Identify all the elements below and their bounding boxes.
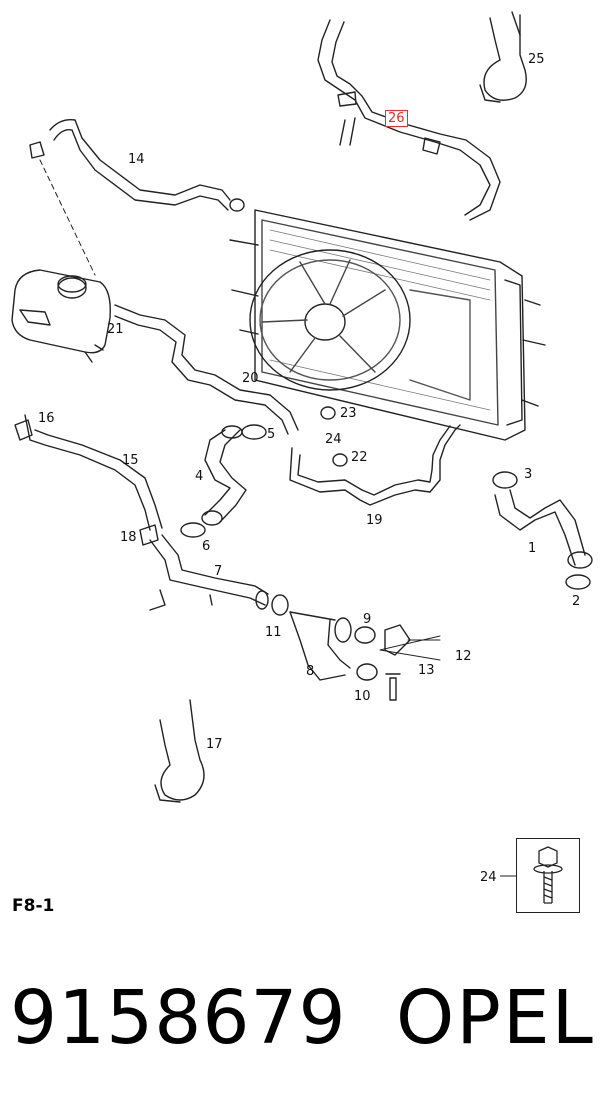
clamp-10 [356,663,378,681]
exploded-parts-diagram [11,11,593,803]
bolt-inset-box [516,838,580,913]
callout-24: 24 [325,432,342,447]
callout-20: 20 [242,371,259,386]
callout-23: 23 [340,406,357,421]
hose-1 [494,489,593,569]
callout-6: 6 [202,539,211,554]
callout-9: 9 [363,612,372,627]
brand-name: OPEL [396,975,595,1061]
callout-5: 5 [267,427,276,442]
clamp-9 [354,626,376,644]
clamp-2 [565,574,591,590]
clamp-3 [492,471,518,489]
bolt-icon [533,846,563,904]
hose-19 [289,424,461,506]
expansion-tank [11,269,111,363]
callout-1: 1 [528,541,537,556]
hose-26 [317,19,501,221]
callout-7: 7 [214,564,223,579]
radiator [229,209,546,441]
part-number: 9158679 [10,975,347,1061]
callout-12: 12 [455,649,472,664]
callout-2: 2 [572,594,581,609]
clamp-6 [180,522,206,538]
clamp-top [229,198,245,212]
clamp-5 [241,424,267,440]
clamp-17 [154,699,205,803]
hose-14 [29,119,231,211]
callout-25: 25 [528,52,545,67]
fan-shroud [249,249,471,401]
hose-8 [289,611,352,681]
callout-16: 16 [38,411,55,426]
bolt-13 [385,673,401,701]
callout-18: 18 [120,530,137,545]
callout-13: 13 [418,663,435,678]
callout-22: 22 [351,450,368,465]
hose-15 [14,414,163,531]
pipe-7 [149,534,269,611]
callout-17: 17 [206,737,223,752]
clip-18 [139,524,159,546]
callout-3: 3 [524,467,533,482]
clamp-11 [271,594,289,616]
callout-4: 4 [195,469,204,484]
clamp-23 [320,406,336,420]
callout-14: 14 [128,152,145,167]
clamp-25 [479,11,527,103]
inset-callout-24: 24 [480,870,497,885]
bracket-12 [384,624,411,656]
callout-11: 11 [265,625,282,640]
callout-15: 15 [122,453,139,468]
callout-10: 10 [354,689,371,704]
callout-19: 19 [366,513,383,528]
callout-26-highlighted: 26 [385,110,408,127]
hose-20 [114,304,299,435]
hose-4 [201,425,247,526]
clamp-22 [332,453,348,467]
callout-21: 21 [107,322,124,337]
figure-code: F8-1 [12,896,55,916]
inset-leader [500,875,516,877]
callout-8: 8 [306,664,315,679]
